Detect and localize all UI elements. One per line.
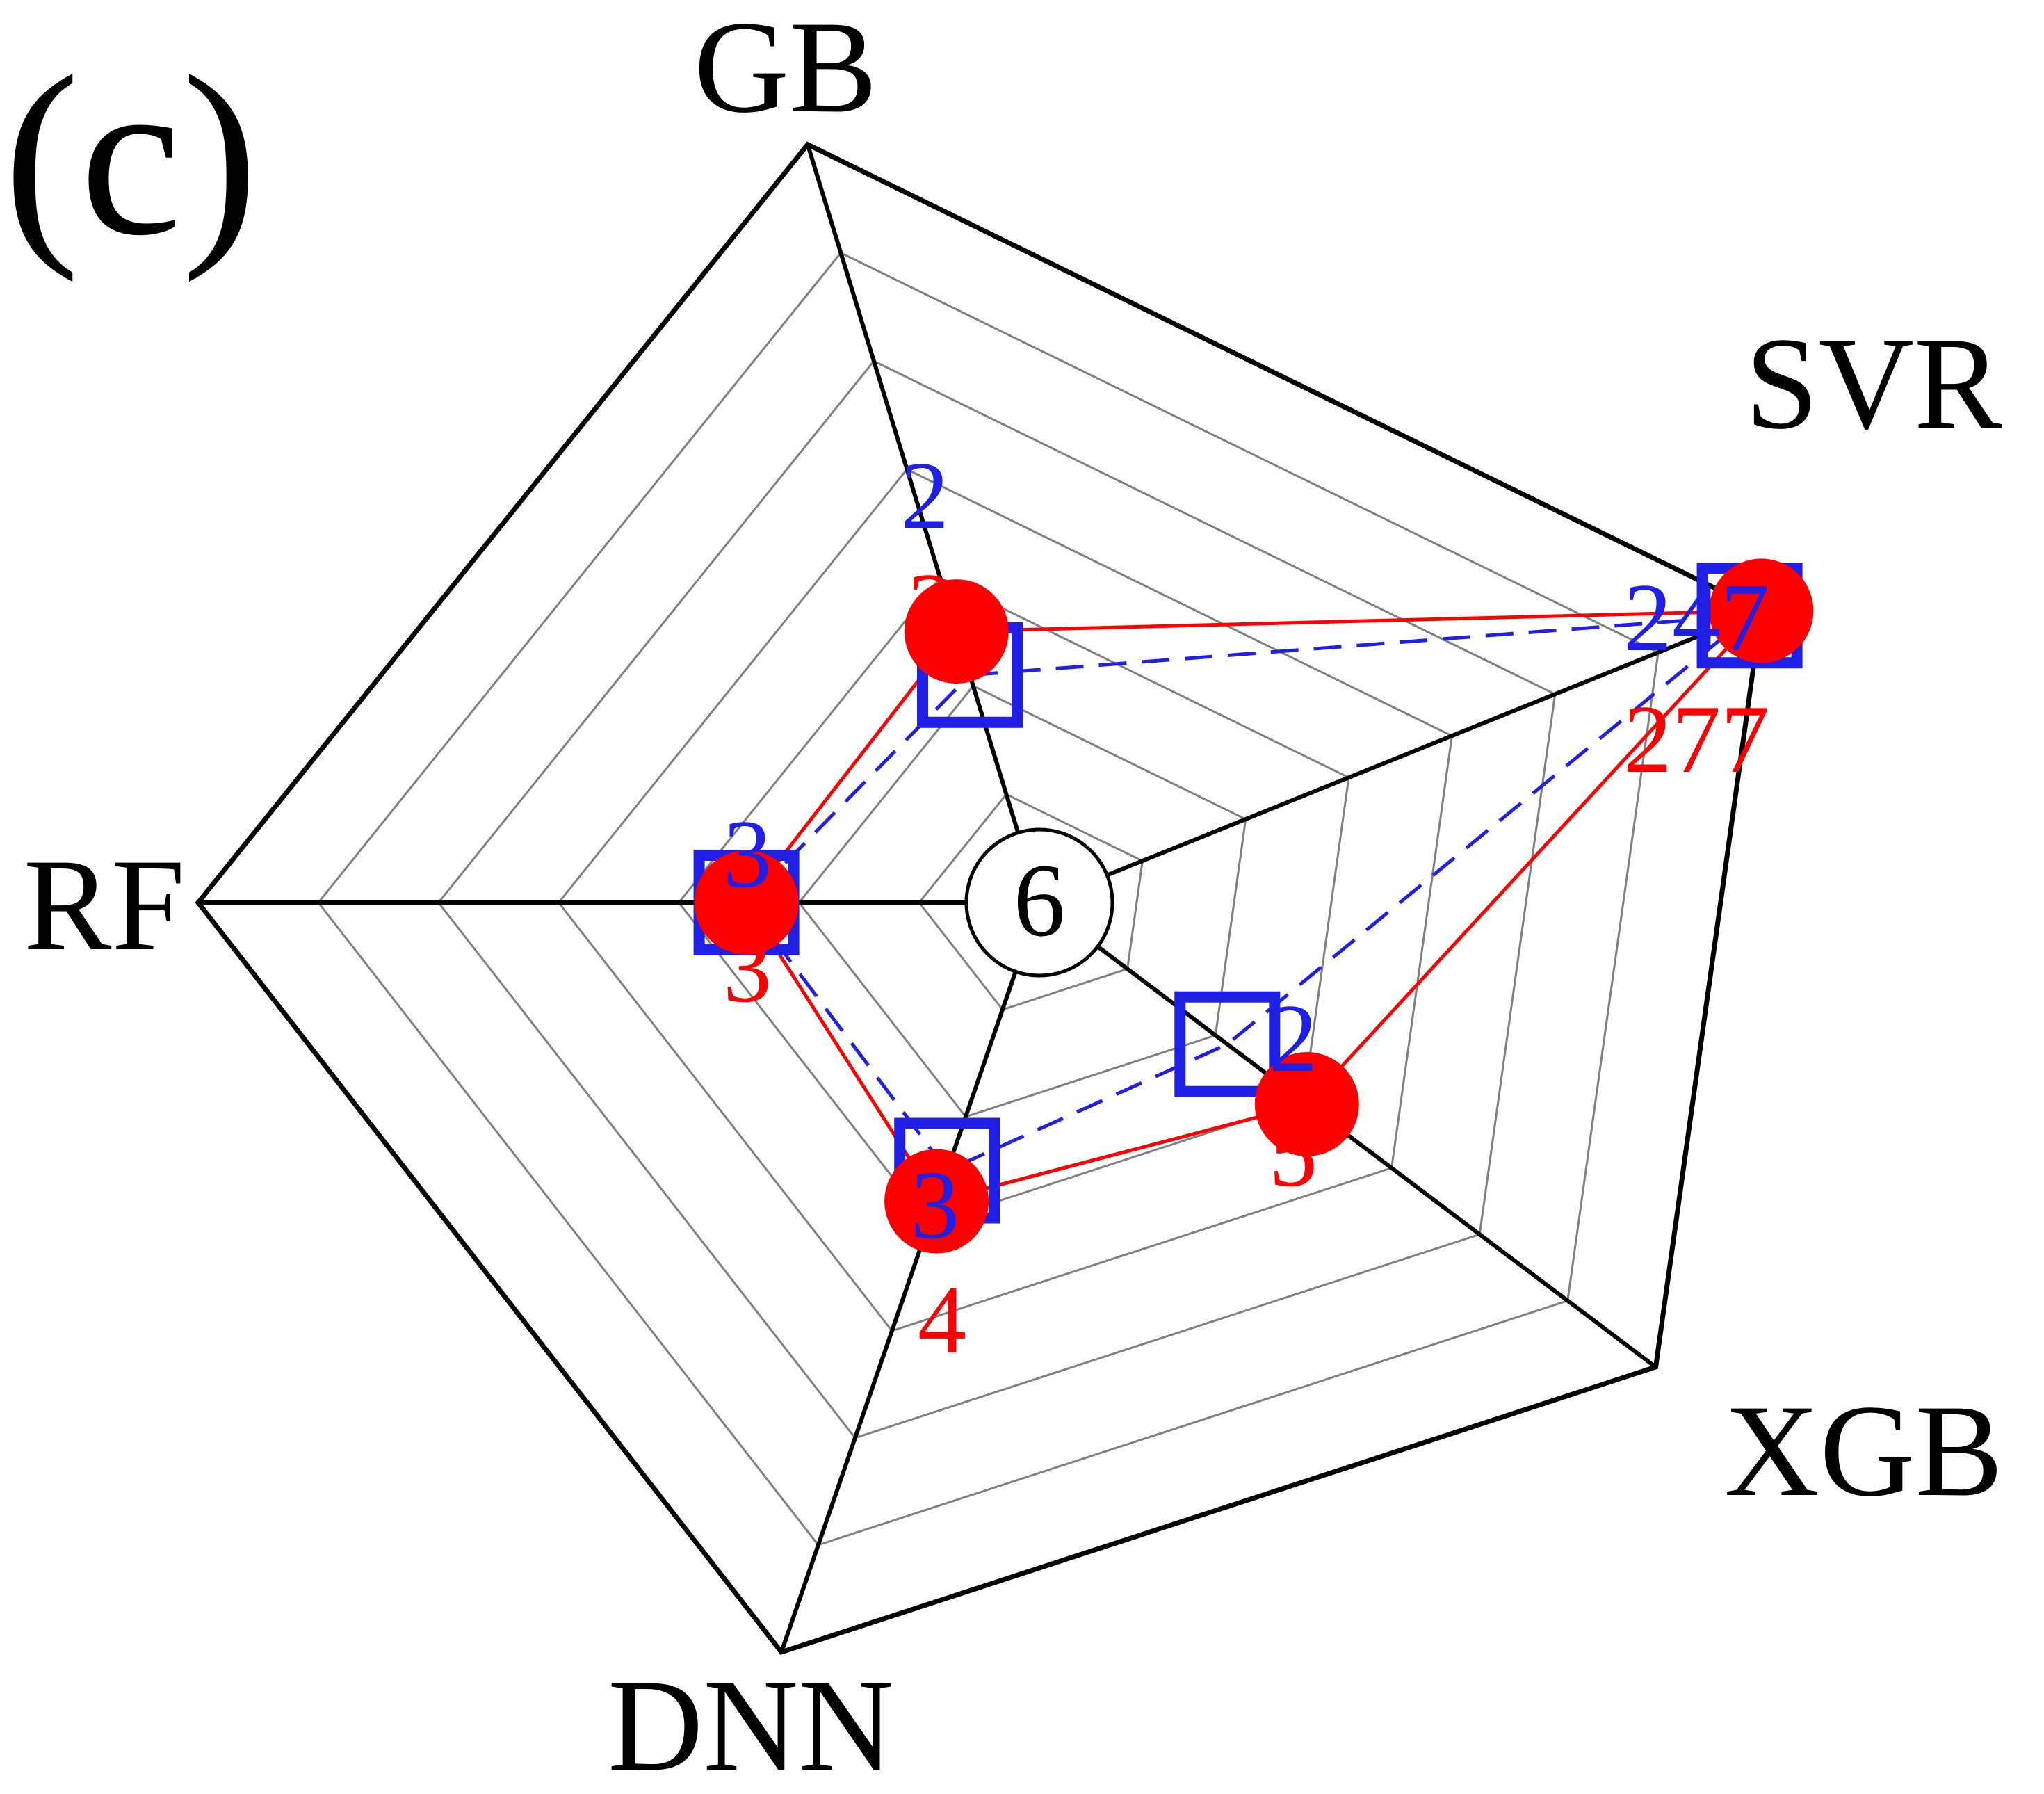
value-label-s2-gb: 3: [907, 553, 956, 661]
category-label-xgb: XGB: [1724, 1378, 2003, 1524]
value-label-s1-dnn: 3: [911, 1151, 959, 1259]
outer-polygon: [195, 141, 1765, 1655]
center-badge: 6: [964, 827, 1114, 978]
value-label-s1-rf: 3: [723, 800, 772, 908]
grid-ring-2: [797, 684, 1247, 1118]
grid-ring-6: [316, 251, 1660, 1546]
center-label: 6: [1014, 843, 1066, 958]
marker-s2-xgb: [1254, 1052, 1359, 1156]
category-labels: GB SVR XGB DNN RF: [24, 0, 2003, 1794]
grid-ring-1: [918, 793, 1144, 1011]
value-label-s2-dnn: 4: [918, 1266, 966, 1374]
marker-s2-svr: [1709, 558, 1814, 663]
grid-ring-5: [437, 359, 1557, 1439]
value-label-s2-rf: 3: [723, 915, 772, 1023]
grid-ring-3: [677, 576, 1350, 1225]
series-line-2: [744, 608, 1766, 1204]
value-label-s1-xgb: 2: [1269, 985, 1317, 1092]
marker-s2-dnn: [884, 1149, 989, 1254]
value-label-s1-svr: 247: [1623, 564, 1769, 672]
value-label-s2-xgb: 5: [1269, 1099, 1317, 1207]
category-label-gb: GB: [694, 0, 877, 140]
series-lines: [744, 608, 1766, 1204]
category-label-svr: SVR: [1745, 311, 2002, 457]
grid-rings: [316, 251, 1660, 1546]
series-markers: [693, 558, 1814, 1254]
marker-s1-xgb: [1174, 991, 1281, 1097]
axis-spoke-svr: [1103, 608, 1762, 879]
marker-s2-rf: [694, 850, 799, 955]
axis-spokes: [198, 143, 1762, 1653]
category-label-dnn: DNN: [608, 1653, 894, 1794]
value-label-s2-svr: 277: [1623, 686, 1769, 793]
axis-spoke-xgb: [1094, 942, 1657, 1369]
grid-ring-4: [557, 468, 1454, 1332]
series-line-1: [744, 613, 1755, 1173]
axis-spoke-dnn: [779, 967, 1019, 1653]
outer-frame: [195, 141, 1765, 1655]
value-label-s1-gb: 2: [900, 442, 949, 550]
category-label-rf: RF: [24, 832, 185, 978]
panel-label: (c): [3, 29, 258, 283]
marker-s2-gb: [904, 579, 1009, 684]
